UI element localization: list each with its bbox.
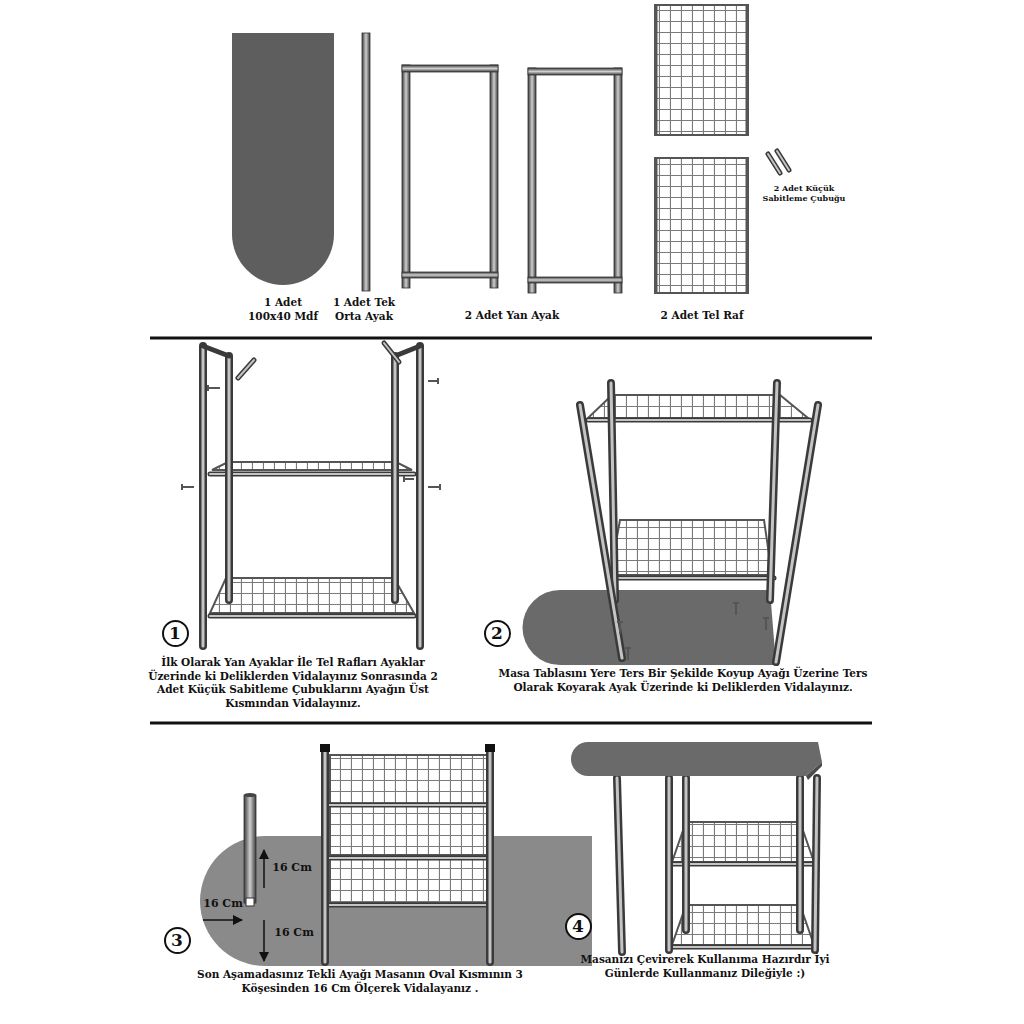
step4-illustration bbox=[571, 742, 822, 952]
parts-illustration bbox=[232, 5, 789, 293]
part-label: 1 Adet 100x40 Mdf bbox=[245, 296, 321, 323]
dimension-arrow bbox=[263, 850, 265, 888]
callout-number: 1 bbox=[169, 625, 181, 642]
callout-circle: 2 bbox=[484, 620, 511, 647]
section-divider bbox=[150, 337, 872, 340]
section-divider bbox=[150, 722, 872, 725]
dimension-label: 16 Cm bbox=[201, 897, 245, 911]
step2-illustration bbox=[523, 383, 819, 665]
dimension-arrow bbox=[203, 919, 242, 921]
callout-circle: 4 bbox=[565, 913, 592, 940]
wire-shelf bbox=[655, 158, 748, 293]
step-instruction: Masanızı Çevirerek Kullanıma Hazırdır İy… bbox=[574, 953, 836, 980]
wire-shelf bbox=[655, 5, 748, 135]
callout-circle: 3 bbox=[164, 927, 191, 954]
step1-illustration bbox=[182, 343, 440, 646]
dimension-label: 16 Cm bbox=[264, 926, 324, 940]
step3-illustration bbox=[200, 744, 592, 966]
callout-number: 4 bbox=[572, 918, 584, 935]
callout-number: 2 bbox=[491, 625, 503, 642]
side-leg bbox=[402, 65, 498, 288]
step-instruction: Masa Tablasını Yere Ters Bir Şekilde Koy… bbox=[478, 667, 888, 694]
step-instruction: Son Aşamadasınız Tekli Ayağı Masanın Ova… bbox=[185, 968, 535, 995]
part-label: 2 Adet Yan Ayak bbox=[437, 309, 587, 323]
mdf-top bbox=[232, 33, 334, 285]
callout-circle: 1 bbox=[162, 620, 189, 647]
part-label: 2 Adet Küçük Sabitleme Çubuğu bbox=[761, 183, 847, 204]
part-label: 1 Adet Tek Orta Ayak bbox=[328, 296, 400, 323]
step-instruction: İlk Olarak Yan Ayaklar İle Tel Rafları A… bbox=[133, 656, 453, 711]
fixing-rods bbox=[768, 151, 789, 173]
callout-number: 3 bbox=[171, 932, 183, 949]
center-leg bbox=[362, 33, 370, 291]
side-leg bbox=[528, 68, 622, 293]
part-label: 2 Adet Tel Raf bbox=[627, 309, 777, 323]
dimension-arrow bbox=[263, 920, 265, 961]
dimension-label: 16 Cm bbox=[262, 861, 322, 875]
